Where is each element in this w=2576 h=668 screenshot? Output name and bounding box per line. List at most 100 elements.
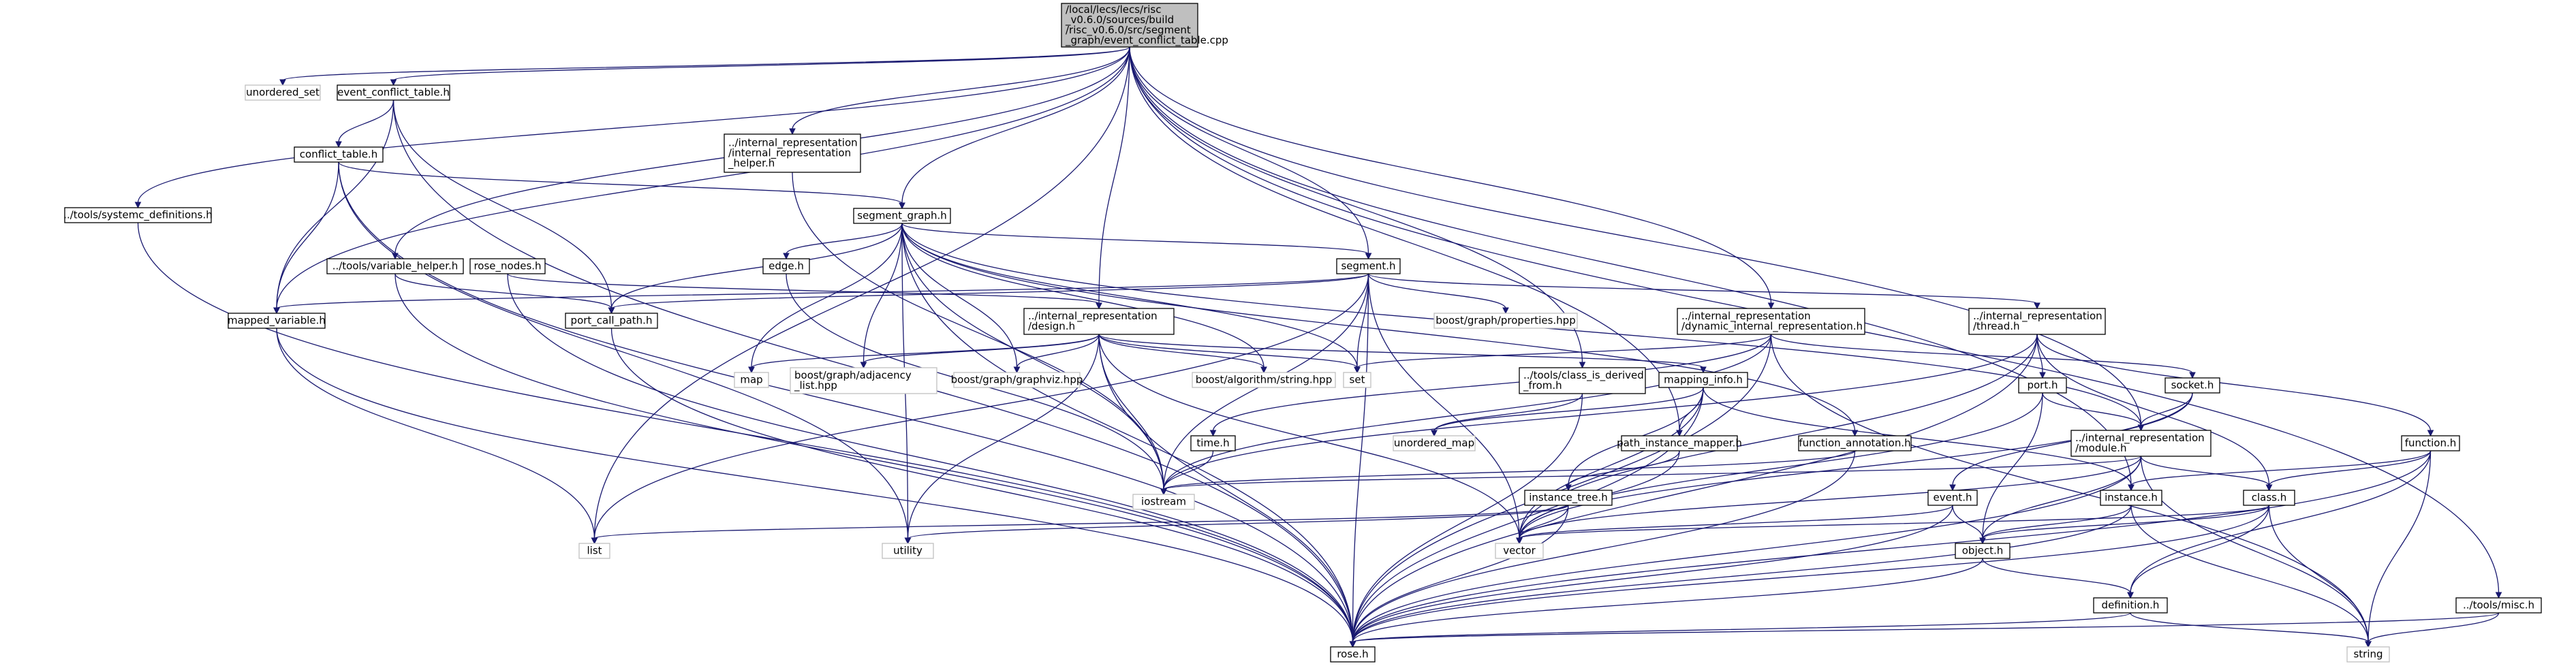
edge-segment_h-to-rose_h [1349,273,1369,648]
edge-mapping_info_h-to-instance_h [1703,387,2135,492]
node-class_is_derived_h[interactable]: ../tools/class_is_derived_from.h [1519,367,1646,394]
edge-instance_tree_h-to-list [591,505,1569,545]
node-port_h[interactable]: port.h [2018,377,2067,394]
edge-segment_h-to-set [1354,273,1369,374]
node-label-line: _v0.6.0/sources/build [1065,14,1174,27]
node-label-line: boost/graph/adjacency [794,369,912,381]
node-box [2455,597,2542,614]
edge-function_h-to-instance_h [2128,450,2432,492]
node-label-line: ../tools/variable_helper.h [332,260,459,273]
edge-instance_h-to-rose_h [1349,505,2132,648]
node-label-line: string [2353,648,2383,661]
edge-design_h-to-utility [904,334,1100,545]
node-socket_h[interactable]: socket.h [2164,377,2220,394]
node-label-line: /module.h [2075,442,2127,454]
edge-misc_h-to-string [2365,612,2500,648]
edge-conflict_table_h-to-segment_graph_h [338,161,905,210]
edge-misc_h-to-rose_h [1349,612,2500,648]
node-segment_h[interactable]: segment.h [1336,258,1401,274]
node-thread_h[interactable]: ../internal_representation/thread.h [1968,308,2106,335]
node-instance_h[interactable]: instance.h [2100,490,2162,506]
edge-module_h-to-rose_h [1349,456,2142,648]
edge-mapped_variable_h-to-list [276,328,598,545]
node-label-line: /risc_v0.6.0/src/segment [1066,24,1191,37]
edge-design_h-to-boost_string [1098,334,1267,374]
node-module_h[interactable]: ../internal_representation/module.h [2070,430,2212,457]
node-box [337,84,450,101]
node-label-line: ../tools/misc.h [2463,599,2534,611]
node-label-line: segment_graph.h [857,210,946,223]
node-segment_graph_h[interactable]: segment_graph.h [853,208,951,224]
node-misc_h[interactable]: ../tools/misc.h [2455,597,2542,614]
node-label-line: /internal_representation [728,147,851,160]
node-box [2401,435,2460,451]
edge-dyn_ir_h-to-time_h [1209,334,1772,437]
node-label-line: _graph/event_conflict_table.cpp [1065,34,1228,47]
node-box [2100,490,2162,506]
node-boost_adjacency: boost/graph/adjacency_list.hpp [790,367,937,394]
node-label-line: segment.h [1341,260,1395,272]
node-rose_h[interactable]: rose.h [1330,646,1376,663]
edge-object_h-to-definition_h [1982,558,2134,599]
node-box [762,258,810,274]
node-box [228,313,326,329]
node-time_h[interactable]: time.h [1190,435,1236,451]
node-instance_tree_h[interactable]: instance_tree.h [1524,490,1613,506]
edge-event_h-to-vector [1516,505,1953,545]
edge-thread_h-to-vector [1516,334,2038,545]
node-label-line: /local/lecs/lecs/risc [1066,3,1161,16]
edge-class_h-to-object_h [1979,505,2270,545]
edge-rose_nodes_h-to-design_h [507,273,1102,310]
node-dyn_ir_h[interactable]: ../internal_representation/dynamic_inter… [1677,308,1865,335]
node-box [1495,543,1544,559]
node-label-line: unordered_set [246,86,320,99]
node-path_instance_mapper_h[interactable]: path_instance_mapper.h [1617,435,1742,451]
edge-definition_h-to-rose_h [1349,612,2131,648]
node-label-line: function.h [2405,437,2457,449]
node-design_h[interactable]: ../internal_representation/design.h [1023,308,1175,335]
node-box [469,258,546,274]
node-label-line: boost/algorithm/string.hpp [1196,374,1332,386]
node-box [1393,435,1476,451]
node-label-line: function_annotation.h [1799,437,1910,450]
node-box [1524,490,1613,506]
node-variable_helper_h[interactable]: ../tools/variable_helper.h [326,258,464,274]
node-function_h[interactable]: function.h [2401,435,2460,451]
node-label-line: rose.h [1337,648,1368,661]
node-root[interactable]: /local/lecs/lecs/risc_v0.6.0/sources/bui… [1061,3,1228,48]
node-port_call_path_h[interactable]: port_call_path.h [565,313,658,329]
edge-class_is_derived_h-to-unordered_map [1431,393,1583,437]
edge-design_h-to-boost_adjacency [860,334,1100,369]
node-mapping_info_h[interactable]: mapping_info.h [1658,372,1748,388]
node-label-line: port.h [2027,379,2058,392]
node-label-line: _from.h [1523,379,1562,392]
node-label-line: iostream [1141,496,1186,508]
edge-variable_helper_h-to-rose_h [394,273,1356,648]
node-label-line: boost/graph/graphviz.hpp [951,374,1083,386]
edge-design_h-to-mapping_info_h [1098,334,1707,374]
node-rose_nodes_h[interactable]: rose_nodes.h [469,258,546,274]
node-mapped_variable_h[interactable]: mapped_variable.h [228,313,326,329]
edge-segment_h-to-thread_h [1367,273,2040,310]
node-ir_helper_h[interactable]: ../internal_representation/internal_repr… [724,133,861,173]
node-box [1023,308,1175,335]
node-box [565,313,658,329]
node-label-line: port_call_path.h [571,315,653,328]
node-label-line: unordered_map [1394,437,1474,450]
node-systemc_definitions_h[interactable]: ../tools/systemc_definitions.h [63,207,213,223]
node-object_h[interactable]: object.h [1955,543,2011,559]
node-vector: vector [1495,543,1544,559]
edge-conflict_table_h-to-mapped_variable_h [273,161,339,315]
node-box [1330,646,1376,663]
node-definition_h[interactable]: definition.h [2093,597,2168,614]
node-function_annotation_h[interactable]: function_annotation.h [1798,435,1912,451]
node-label-line: list [587,545,602,557]
node-label-line: ../internal_representation [1681,310,1811,323]
node-box [2093,597,2168,614]
node-edge_h[interactable]: edge.h [762,258,810,274]
node-class_h[interactable]: class.h [2243,490,2295,506]
node-event_conflict_table_h[interactable]: event_conflict_table.h [337,84,450,101]
node-event_h[interactable]: event.h [1927,490,1978,506]
node-conflict_table_h[interactable]: conflict_table.h [294,146,384,163]
edge-class_h-to-string [2268,505,2372,648]
